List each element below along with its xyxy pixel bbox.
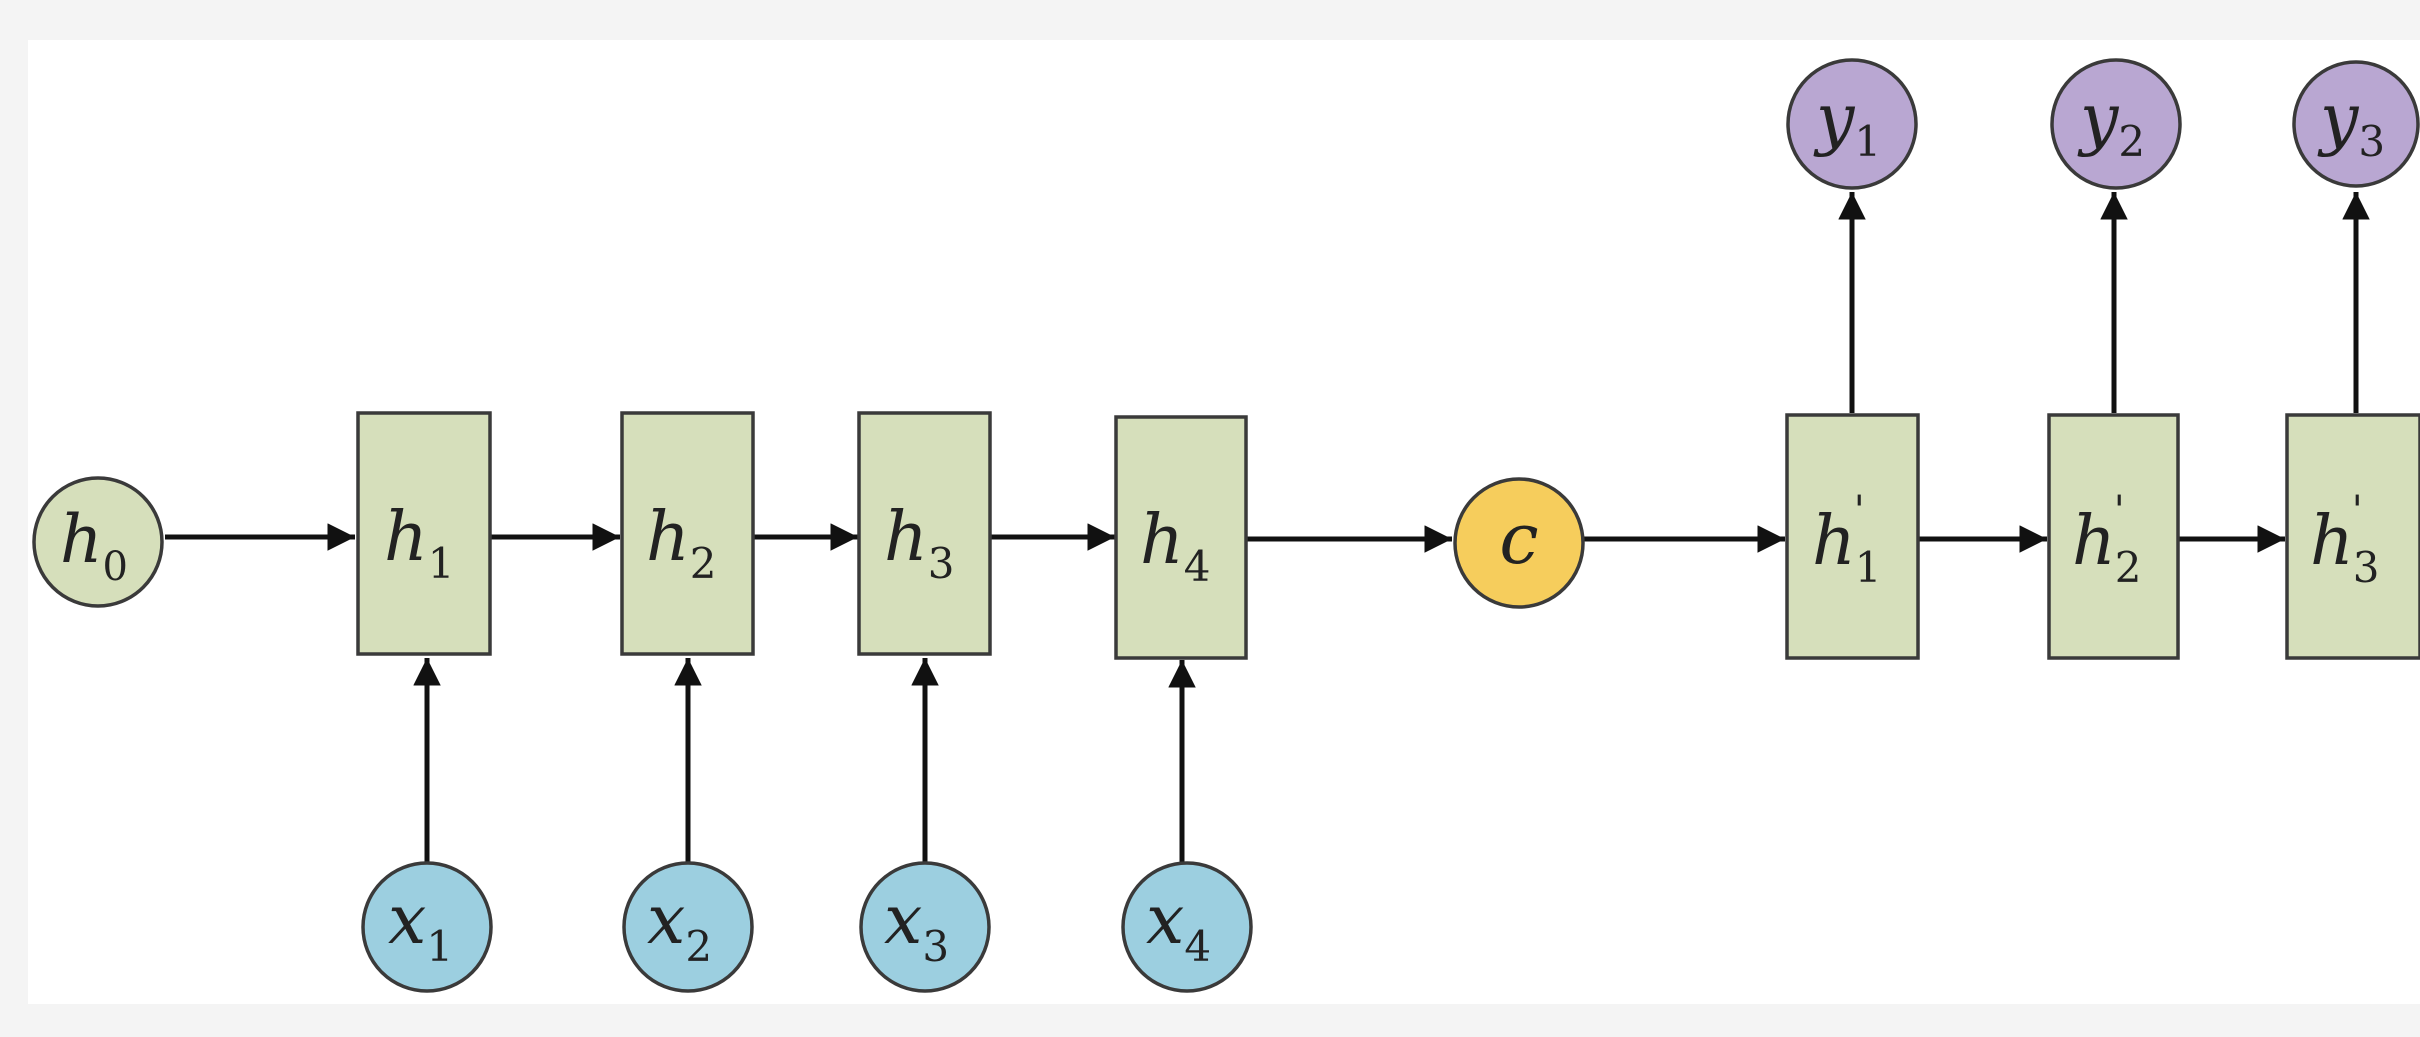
input-node-x1: x1 bbox=[361, 861, 493, 993]
h3p-sub: 3 bbox=[2353, 543, 2380, 592]
y2-sub: 2 bbox=[2118, 117, 2145, 166]
h3p-box bbox=[2285, 413, 2420, 660]
h1p-base: h bbox=[1812, 502, 1856, 581]
input-node-x3: x3 bbox=[859, 861, 991, 993]
svg-text:h'1: h' 1 bbox=[1812, 488, 1882, 592]
h4-base: h bbox=[1140, 501, 1184, 580]
h1-base: h bbox=[384, 498, 428, 577]
h1-sub: 1 bbox=[428, 539, 455, 588]
x4-sub: 4 bbox=[1184, 922, 1211, 971]
svg-text:x1: x1 bbox=[388, 881, 453, 971]
y2-circle bbox=[2050, 58, 2182, 190]
svg-text:x2: x2 bbox=[647, 881, 712, 971]
encoder-state-h1: h1 bbox=[356, 411, 492, 656]
output-node-y2: y2 bbox=[2050, 58, 2182, 190]
encoder-state-h2: h2 bbox=[620, 411, 755, 656]
h3-base: h bbox=[884, 498, 928, 577]
edges bbox=[165, 192, 2370, 862]
h3-box bbox=[857, 411, 992, 656]
input-node-x2: x2 bbox=[622, 861, 754, 993]
c-label: c bbox=[1499, 498, 1538, 580]
h1-box bbox=[356, 411, 492, 656]
x2-sub: 2 bbox=[685, 922, 712, 971]
svg-text:h'3: h' 3 bbox=[2310, 488, 2380, 592]
svg-text:h'2: h' 2 bbox=[2072, 488, 2142, 592]
y3-circle bbox=[2292, 60, 2420, 188]
h3p-prime: ' bbox=[2352, 488, 2363, 534]
h2p-prime: ' bbox=[2114, 488, 2125, 534]
x4-circle bbox=[1121, 861, 1253, 993]
decoder-state-h3p: h' 3 bbox=[2285, 413, 2420, 660]
h4-box bbox=[1114, 415, 1248, 660]
x1-base: x bbox=[388, 881, 426, 960]
output-node-y1: y1 bbox=[1786, 58, 1918, 190]
h2-base: h bbox=[646, 498, 690, 577]
svg-text:x4: x4 bbox=[1146, 881, 1211, 971]
svg-text:y1: y1 bbox=[1813, 80, 1881, 166]
output-node-y3: y3 bbox=[2292, 60, 2420, 188]
h2p-box bbox=[2047, 413, 2180, 660]
svg-text:h0: h0 bbox=[60, 501, 128, 590]
svg-text:h4: h4 bbox=[1140, 501, 1211, 591]
y1-sub: 1 bbox=[1854, 117, 1881, 166]
h0-sub: 0 bbox=[103, 544, 128, 590]
svg-text:h2: h2 bbox=[646, 498, 717, 588]
y2-base: y bbox=[2077, 80, 2120, 159]
decoder-state-h1p: h' 1 bbox=[1785, 413, 1920, 660]
svg-text:h3: h3 bbox=[884, 498, 955, 588]
y3-sub: 3 bbox=[2358, 117, 2385, 166]
h3p-base: h bbox=[2310, 502, 2354, 581]
encoder-state-h3: h3 bbox=[857, 411, 992, 656]
input-node-x4: x4 bbox=[1121, 861, 1253, 993]
h2-box bbox=[620, 411, 755, 656]
h4-sub: 4 bbox=[1184, 542, 1211, 591]
h1p-sub: 1 bbox=[1855, 543, 1882, 592]
context-node: c bbox=[1453, 477, 1585, 609]
x1-circle bbox=[361, 861, 493, 993]
svg-text:y2: y2 bbox=[2077, 80, 2145, 166]
c-circle bbox=[1453, 477, 1585, 609]
h2-sub: 2 bbox=[690, 539, 717, 588]
decoder-state-h2p: h' 2 bbox=[2047, 413, 2180, 660]
h0-circle bbox=[32, 476, 164, 608]
x2-circle bbox=[622, 861, 754, 993]
x3-sub: 3 bbox=[922, 922, 949, 971]
x2-base: x bbox=[647, 881, 685, 960]
h3-sub: 3 bbox=[928, 539, 955, 588]
y3-base: y bbox=[2317, 80, 2360, 159]
h0-base: h bbox=[60, 501, 103, 578]
h2p-base: h bbox=[2072, 502, 2116, 581]
x1-sub: 1 bbox=[426, 922, 453, 971]
encoder-state-h4: h4 bbox=[1114, 415, 1248, 660]
y1-circle bbox=[1786, 58, 1918, 190]
h1p-prime: ' bbox=[1854, 488, 1865, 534]
h2p-sub: 2 bbox=[2115, 543, 2142, 592]
x3-base: x bbox=[884, 881, 922, 960]
x4-base: x bbox=[1146, 881, 1184, 960]
svg-text:h1: h1 bbox=[384, 498, 455, 588]
x3-circle bbox=[859, 861, 991, 993]
h1p-box bbox=[1785, 413, 1920, 660]
y1-base: y bbox=[1813, 80, 1856, 159]
svg-text:y3: y3 bbox=[2317, 80, 2385, 166]
initial-state-node: h0 bbox=[32, 476, 164, 608]
svg-text:x3: x3 bbox=[884, 881, 949, 971]
